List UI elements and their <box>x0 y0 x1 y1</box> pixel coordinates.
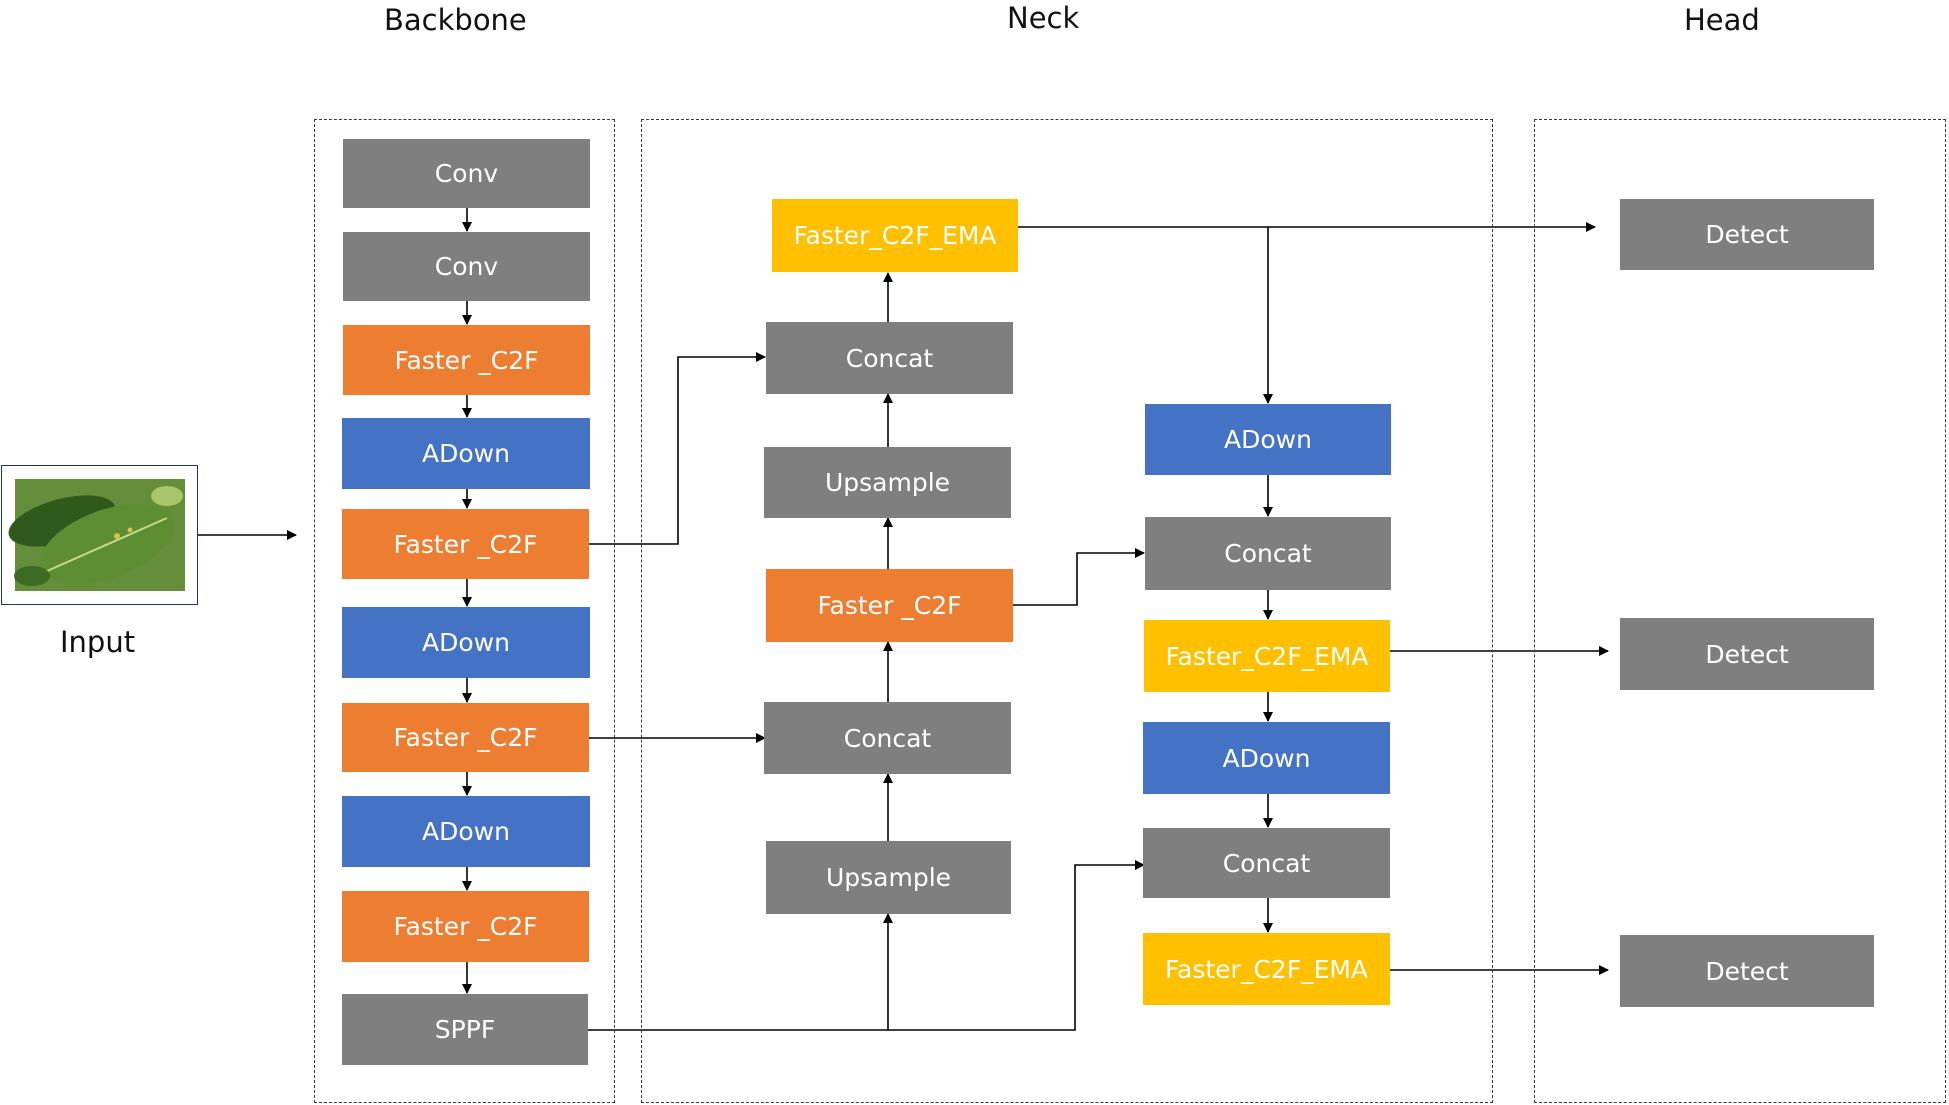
section-title-head: Head <box>1684 3 1760 37</box>
head-detect-1: Detect <box>1620 199 1874 270</box>
arrow-faster-to-concat-r1 <box>1013 548 1145 606</box>
neck-adown-2: ADown <box>1143 722 1390 794</box>
arrow-p3-to-concat-top <box>589 352 766 545</box>
neck-concat-right-1: Concat <box>1145 517 1391 590</box>
backbone-adown-3: ADown <box>342 796 590 867</box>
neck-faster-c2f-ema-top: Faster_C2F_EMA <box>772 199 1018 272</box>
backbone-faster-c2f-2: Faster _C2F <box>342 509 589 579</box>
backbone-adown-1: ADown <box>342 418 590 489</box>
backbone-conv-1: Conv <box>343 139 590 208</box>
neck-adown-1: ADown <box>1145 404 1391 475</box>
head-panel <box>1534 119 1946 1103</box>
head-detect-3: Detect <box>1620 935 1874 1007</box>
neck-concat-top: Concat <box>766 322 1013 394</box>
neck-concat-mid: Concat <box>764 702 1011 774</box>
backbone-conv-2: Conv <box>343 232 590 301</box>
input-label: Input <box>60 625 136 659</box>
neck-concat-right-2: Concat <box>1143 828 1390 898</box>
neck-faster-c2f-ema-bottom: Faster_C2F_EMA <box>1143 933 1390 1005</box>
neck-panel <box>641 119 1493 1103</box>
backbone-sppf: SPPF <box>342 994 588 1065</box>
backbone-faster-c2f-4: Faster _C2F <box>342 891 589 962</box>
input-image <box>1 465 198 605</box>
neck-upsample-bottom: Upsample <box>766 841 1011 914</box>
backbone-faster-c2f-1: Faster _C2F <box>343 325 590 395</box>
backbone-panel <box>314 119 615 1103</box>
section-title-backbone: Backbone <box>384 3 527 37</box>
backbone-faster-c2f-3: Faster _C2F <box>342 703 589 772</box>
arrow-sppf-to-concat-r2 <box>888 860 1145 1031</box>
section-title-neck: Neck <box>1007 1 1080 35</box>
neck-faster-c2f-ema-mid: Faster_C2F_EMA <box>1144 620 1390 692</box>
backbone-adown-2: ADown <box>342 607 590 678</box>
leaf-image-icon <box>8 479 185 591</box>
neck-upsample-top: Upsample <box>764 447 1011 518</box>
head-detect-2: Detect <box>1620 618 1874 690</box>
neck-faster-c2f: Faster _C2F <box>766 569 1013 642</box>
